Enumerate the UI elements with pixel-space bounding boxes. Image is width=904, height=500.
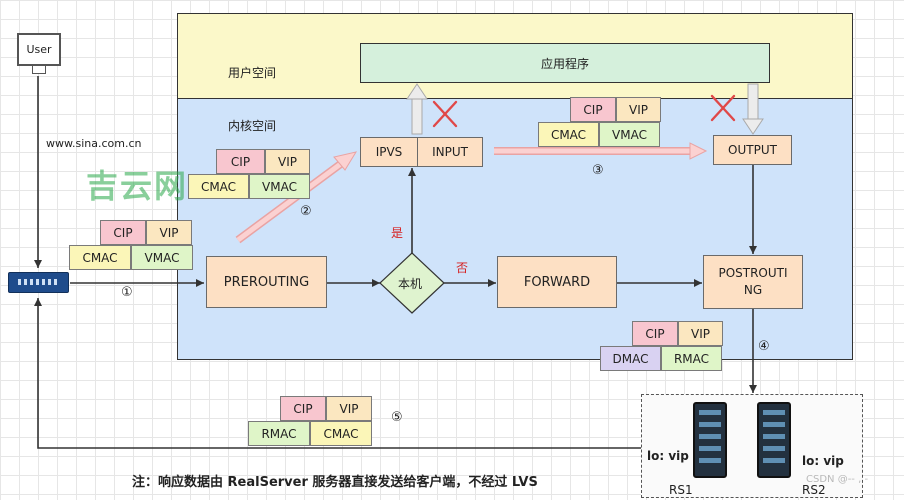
edge-label-no: 否 xyxy=(456,261,469,275)
step-marker-5: ⑤ xyxy=(391,410,403,425)
step-marker-4: ④ xyxy=(758,339,770,354)
postrouting-box: POSTROUTI NG xyxy=(703,255,803,309)
output-label: OUTPUT xyxy=(728,143,777,157)
application-box: 应用程序 xyxy=(360,43,770,83)
decision-label: 本机 xyxy=(398,277,423,291)
postrouting-label-line2: NG xyxy=(743,283,763,297)
step3-pink-arrowhead xyxy=(689,142,708,160)
step2-pink-arrowhead xyxy=(333,151,358,171)
watermark-text: 吉云网 xyxy=(86,167,189,205)
packet-1-vip: VIP xyxy=(146,220,192,245)
rs2-lo-label: lo: vip xyxy=(802,454,844,468)
packet-1-cip: CIP xyxy=(100,220,146,245)
rs2-label: RS2 xyxy=(802,483,826,497)
packet-5-cip: CIP xyxy=(280,396,326,421)
blocked-cross-right xyxy=(710,94,736,122)
user-client-label: User xyxy=(26,43,52,56)
packet-4-rmac: RMAC xyxy=(661,346,722,371)
packet-2-vmac: VMAC xyxy=(249,174,310,199)
ipvs-label: IPVS xyxy=(375,145,403,159)
blocked-up-arrow xyxy=(411,97,423,135)
ipvs-box: IPVS xyxy=(360,137,418,167)
switch-icon xyxy=(8,272,69,293)
user-space-label: 用户空间 xyxy=(228,66,277,80)
input-box: INPUT xyxy=(417,137,483,167)
blocked-cross-left xyxy=(432,100,458,128)
packet-3-vmac: VMAC xyxy=(599,122,660,147)
rs1-server-icon xyxy=(693,402,727,478)
user-client-stand xyxy=(32,66,46,74)
step-marker-1: ① xyxy=(121,285,133,300)
application-label: 应用程序 xyxy=(540,56,589,71)
corner-mark: CSDN @-- , - xyxy=(806,474,869,485)
packet-2-vip: VIP xyxy=(265,149,310,174)
packet-4-dmac: DMAC xyxy=(600,346,661,371)
response-path-arrow xyxy=(34,298,641,449)
packet-2-cmac: CMAC xyxy=(188,174,249,199)
kernel-space-label: 内核空间 xyxy=(228,119,277,133)
packet-4-vip: VIP xyxy=(678,321,723,346)
real-server-zone xyxy=(641,394,863,498)
step-marker-2: ② xyxy=(300,204,312,219)
postrouting-label-line1: POSTROUTI xyxy=(718,266,788,280)
footnote: 注：响应数据由 RealServer 服务器直接发送给客户端，不经过 LVS xyxy=(132,475,538,490)
rs1-lo-label: lo: vip xyxy=(647,449,689,463)
packet-4-cip: CIP xyxy=(632,321,678,346)
packet-3-cip: CIP xyxy=(570,97,616,122)
prerouting-label: PREROUTING xyxy=(223,274,310,290)
prerouting-box: PREROUTING xyxy=(206,256,327,308)
packet-1-vmac: VMAC xyxy=(131,245,193,270)
packet-3-cmac: CMAC xyxy=(538,122,599,147)
packet-5-vip: VIP xyxy=(326,396,372,421)
rs2-server-icon xyxy=(757,402,791,478)
packet-5-cmac: CMAC xyxy=(310,421,372,446)
user-client-box: User xyxy=(17,33,61,66)
packet-3-vip: VIP xyxy=(616,97,661,122)
packet-5-rmac: RMAC xyxy=(248,421,310,446)
packet-1-cmac: CMAC xyxy=(69,245,131,270)
packet-2-cip: CIP xyxy=(216,149,265,174)
client-url: www.sina.com.cn xyxy=(46,137,142,150)
rs1-label: RS1 xyxy=(669,483,693,497)
decision-diamond xyxy=(379,252,445,314)
forward-label: FORWARD xyxy=(523,274,591,290)
forward-box: FORWARD xyxy=(497,256,617,308)
input-label: INPUT xyxy=(432,145,468,159)
step-marker-3: ③ xyxy=(592,163,604,178)
output-box: OUTPUT xyxy=(713,135,792,165)
blocked-down-arrow xyxy=(747,83,759,121)
edge-label-yes: 是 xyxy=(391,226,404,240)
